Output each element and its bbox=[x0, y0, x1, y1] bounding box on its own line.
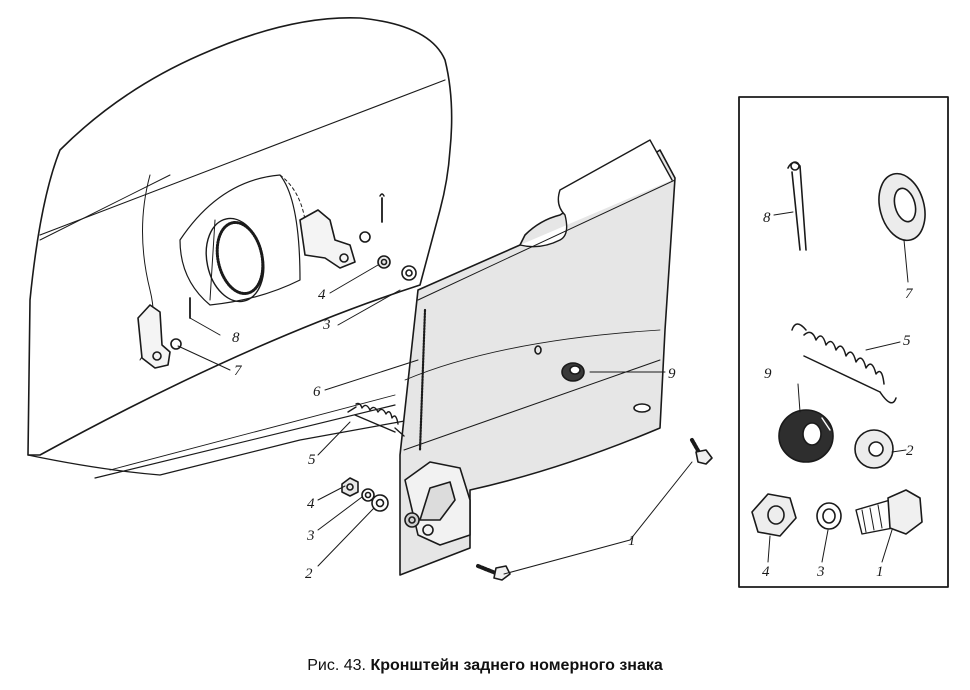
left-hinge-bracket bbox=[137, 297, 191, 369]
lower-mount-bracket bbox=[404, 461, 471, 546]
callout-inset-8: 8 bbox=[763, 210, 771, 226]
caption-title: Кронштейн заднего номерного знака bbox=[370, 657, 663, 674]
callout-main-4a: 4 bbox=[318, 287, 326, 303]
caption-figure-number: Рис. 43. bbox=[307, 657, 366, 674]
eccentric-bushing-main bbox=[561, 362, 585, 382]
callout-inset-7: 7 bbox=[905, 286, 914, 302]
callout-labels: 1 2 3 3 4 4 5 6 7 8 9 1 2 3 4 5 7 8 9 bbox=[232, 210, 914, 582]
callout-inset-2: 2 bbox=[906, 443, 914, 459]
bolt-lower bbox=[476, 564, 511, 581]
inset-cotter-pin bbox=[787, 161, 807, 251]
bolt-right bbox=[690, 438, 713, 465]
inset-bolt bbox=[855, 489, 923, 535]
left-spring bbox=[347, 402, 405, 437]
callout-main-3a: 3 bbox=[322, 317, 331, 333]
leader-lines-inset bbox=[767, 211, 909, 563]
callout-main-8: 8 bbox=[232, 330, 240, 346]
inset-tab-washer bbox=[878, 172, 926, 242]
rear-body-panel bbox=[27, 16, 453, 479]
exploded-parts-diagram: 1 2 3 3 4 4 5 6 7 8 9 1 2 3 4 5 7 8 9 bbox=[27, 16, 949, 588]
license-plate-bracket bbox=[399, 139, 676, 576]
callout-main-7: 7 bbox=[234, 363, 243, 379]
left-nut bbox=[341, 477, 359, 497]
callout-inset-5: 5 bbox=[903, 333, 911, 349]
inset-spring bbox=[791, 323, 897, 404]
callout-main-5: 5 bbox=[308, 452, 316, 468]
left-flat-washer bbox=[371, 494, 389, 512]
callout-inset-3: 3 bbox=[816, 564, 825, 580]
lamp-recess bbox=[179, 174, 306, 306]
left-lock-washer bbox=[361, 488, 375, 502]
inset-lock-washer bbox=[816, 502, 842, 530]
right-hinge-bracket bbox=[299, 193, 385, 269]
figure-caption: Рис. 43. Кронштейн заднего номерного зна… bbox=[0, 657, 970, 675]
callout-inset-1: 1 bbox=[876, 564, 884, 580]
callout-main-6: 6 bbox=[313, 384, 321, 400]
inset-box bbox=[738, 96, 949, 588]
inset-eccentric-bushing bbox=[778, 409, 834, 463]
inset-flat-washer bbox=[854, 429, 894, 469]
callout-main-3b: 3 bbox=[306, 528, 315, 544]
callout-inset-4: 4 bbox=[762, 564, 770, 580]
callout-main-9: 9 bbox=[668, 366, 676, 382]
callout-main-1: 1 bbox=[628, 533, 636, 549]
callout-main-2: 2 bbox=[305, 566, 313, 582]
leader-lines-main bbox=[177, 264, 693, 575]
upper-nut-washer bbox=[377, 255, 417, 281]
inset-nut bbox=[751, 493, 797, 537]
callout-main-4b: 4 bbox=[307, 496, 315, 512]
callout-inset-9: 9 bbox=[764, 366, 772, 382]
